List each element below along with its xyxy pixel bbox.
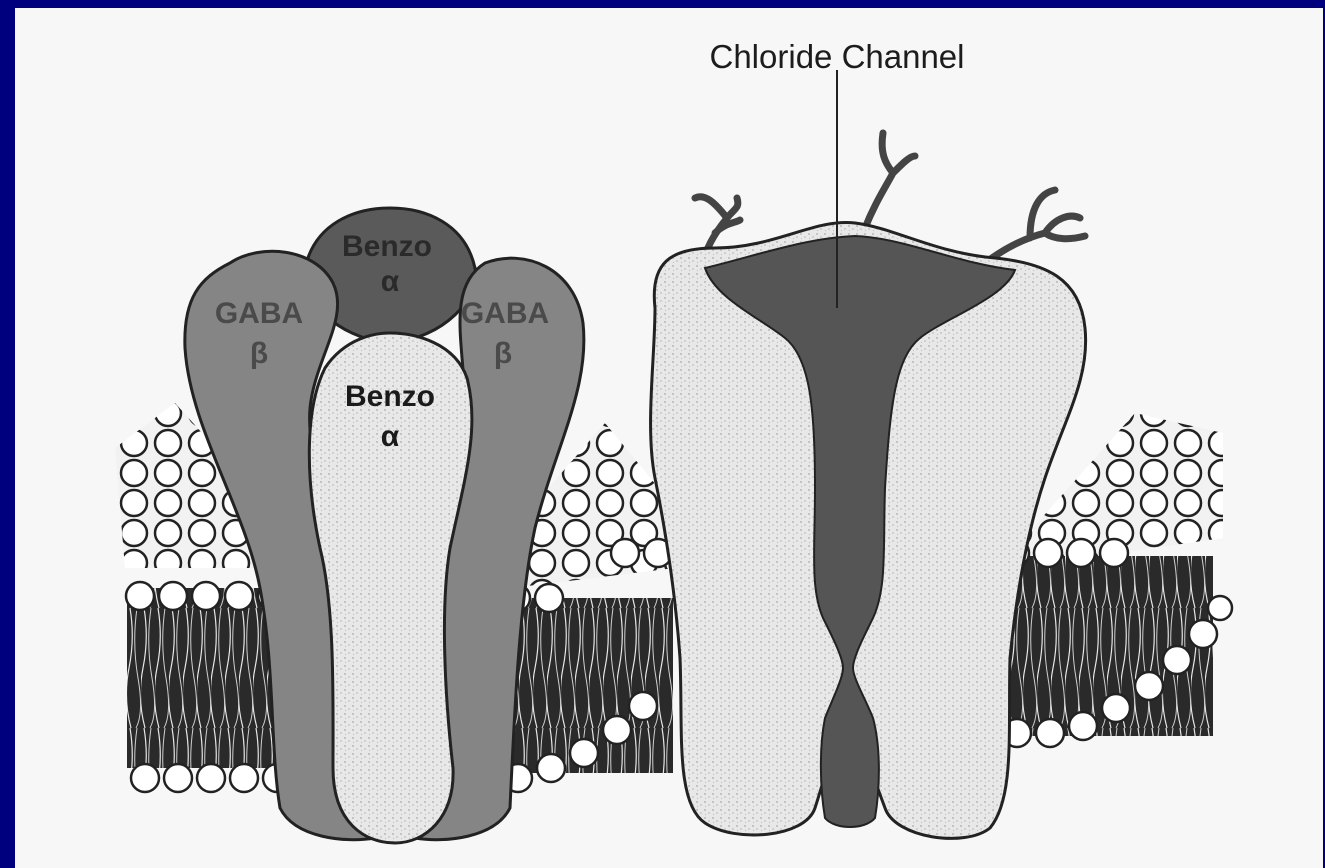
label-gaba-left-sub: β [250, 337, 268, 370]
channel-glyco-3 [985, 190, 1085, 263]
lipid-head-row-bottom [131, 764, 291, 792]
label-benzo-front-name: Benzo [345, 380, 435, 413]
gaba-receptor-diagram: Chloride Channel Benzo α GABA β GABA β B… [15, 8, 1323, 868]
label-gaba-right-name: GABA [461, 297, 549, 330]
label-gaba-right-sub: β [494, 337, 512, 370]
diagram-panel: Chloride Channel Benzo α GABA β GABA β B… [15, 8, 1323, 868]
chloride-channel-title: Chloride Channel [710, 38, 965, 75]
label-benzo-front-sub: α [381, 420, 400, 453]
label-benzo-back-name: Benzo [342, 230, 432, 263]
channel-glyco-2 [865, 133, 915, 228]
label-gaba-left-name: GABA [215, 297, 303, 330]
label-benzo-back-sub: α [381, 265, 400, 298]
